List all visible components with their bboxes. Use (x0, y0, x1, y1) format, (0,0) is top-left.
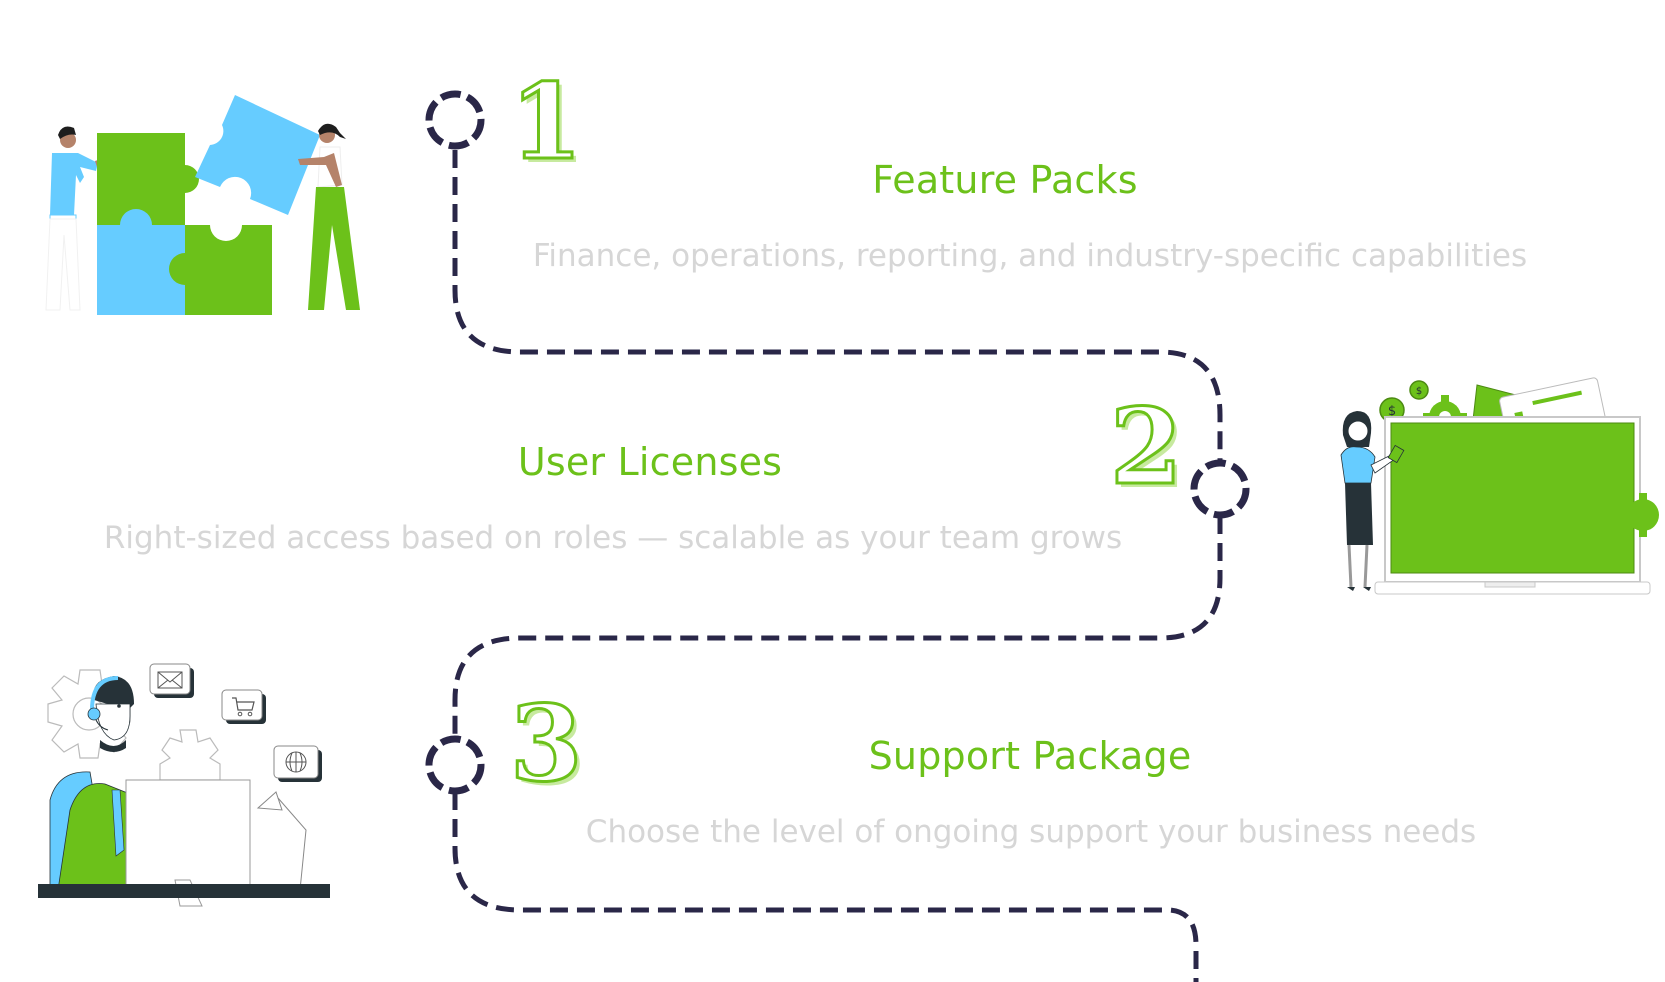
step-3-number: 3 (508, 682, 583, 805)
gear-icon (159, 729, 221, 781)
step-2-title: User Licenses (517, 440, 783, 484)
path-segment (452, 150, 1223, 462)
puzzle-piece-green-bottom (169, 225, 272, 315)
headset-icon (90, 676, 119, 711)
laptop-screen (1390, 422, 1635, 574)
path-segment (452, 792, 1199, 982)
puzzle-piece-green-top (97, 133, 199, 225)
woman-figure (1340, 411, 1405, 591)
woman-figure (298, 123, 360, 310)
step-3-title: Support Package (868, 734, 1192, 778)
step-1-description: Finance, operations, reporting, and indu… (532, 238, 1528, 274)
puzzle-team-illustration (45, 95, 360, 315)
globe-icon (273, 745, 322, 782)
step-1-title: Feature Packs (872, 158, 1138, 202)
dollar-coin-icon (1409, 380, 1429, 400)
step-3-description: Choose the level of ongoing support your… (585, 814, 1477, 850)
licensing-payment-illustration: $ $ (1340, 377, 1659, 595)
puzzle-piece-blue-tilted (195, 95, 320, 215)
svg-text:$: $ (1388, 404, 1396, 419)
puzzle-piece-blue-bottom (97, 209, 185, 315)
support-agent (49, 676, 134, 891)
svg-text:$: $ (1416, 386, 1422, 397)
step-2-node (1190, 459, 1250, 519)
gear-icon (1627, 493, 1659, 537)
customer-support-illustration (38, 663, 330, 907)
lamp (256, 791, 307, 897)
step-1-node (425, 90, 485, 150)
desk (38, 884, 330, 898)
step-3-node (425, 735, 485, 795)
cart-icon (221, 689, 266, 724)
step-2-description: Right-sized access based on roles — scal… (103, 520, 1123, 556)
step-1-number: 1 (508, 60, 583, 183)
path-segment (452, 516, 1223, 738)
step-2-number: 2 (1108, 385, 1183, 508)
mail-icon (149, 663, 194, 698)
laptop (1374, 416, 1651, 595)
